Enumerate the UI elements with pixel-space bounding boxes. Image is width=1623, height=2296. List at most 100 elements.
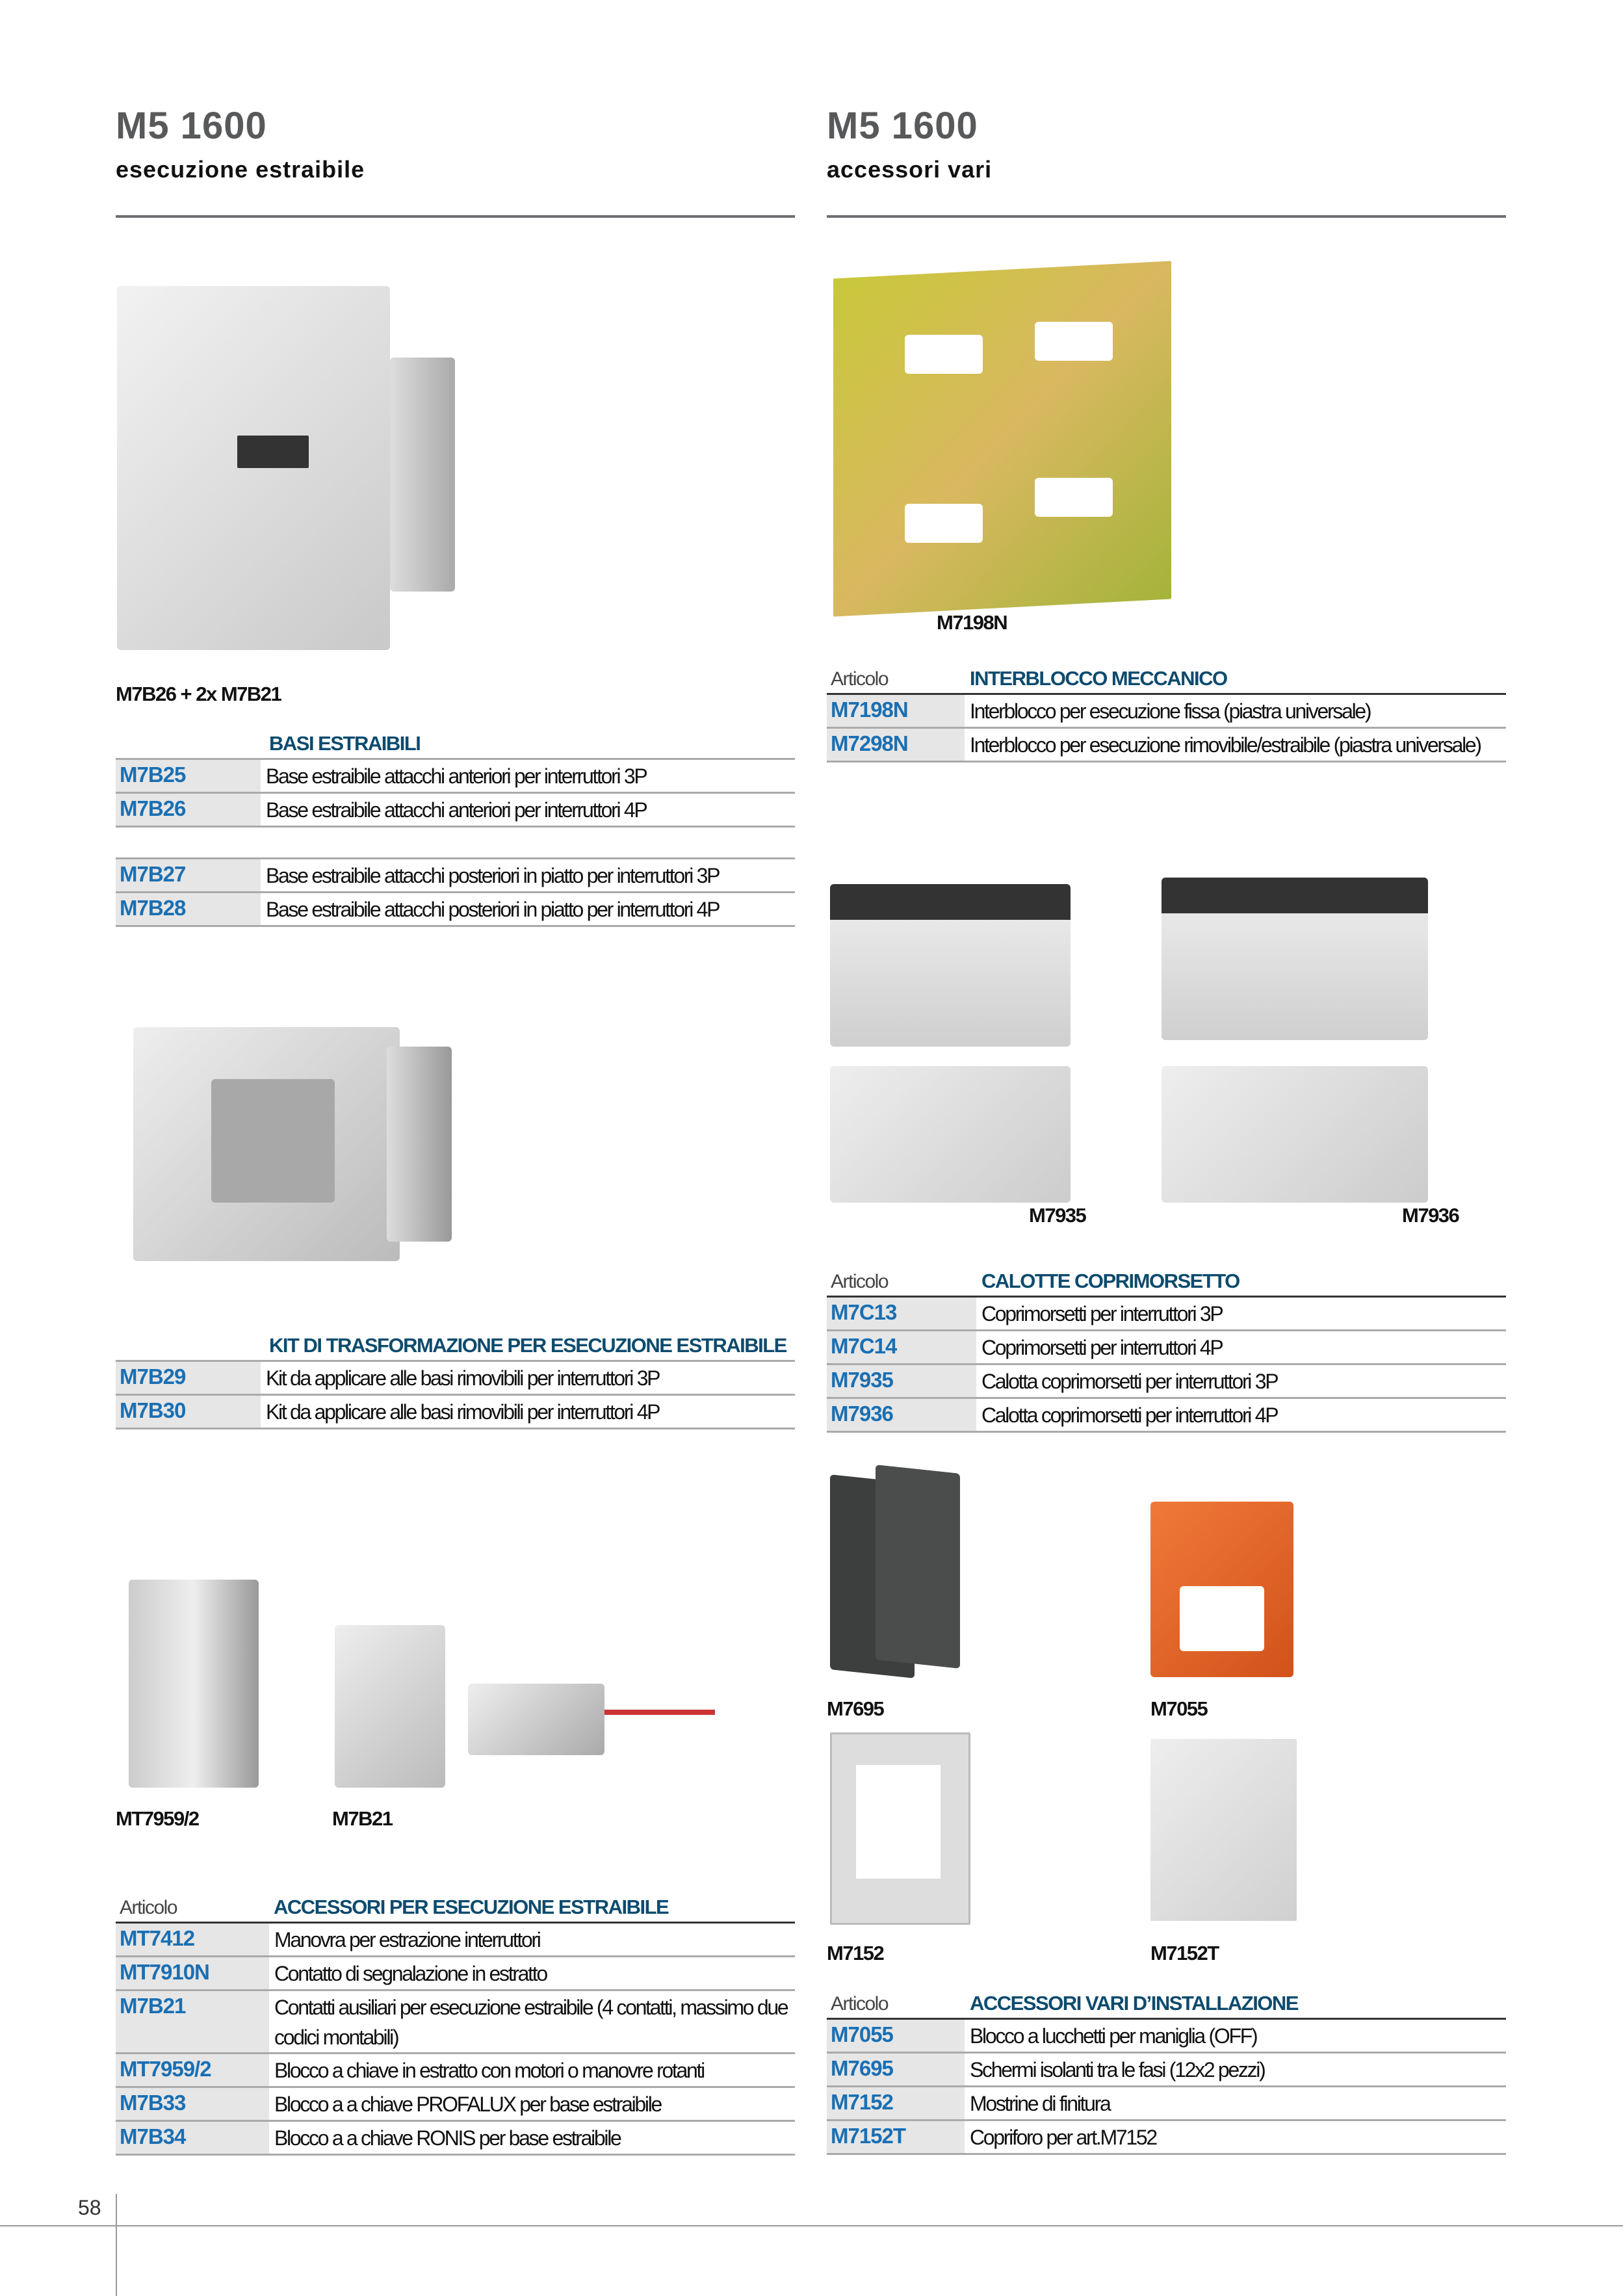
- product-image-m7695: [827, 1465, 970, 1680]
- article-code[interactable]: M7B26: [116, 794, 261, 826]
- article-code[interactable]: M7B25: [116, 760, 261, 792]
- article-description: Contatti ausiliari per esecuzione estrai…: [274, 1996, 789, 2049]
- article-code[interactable]: M7B27: [116, 859, 261, 891]
- caption-m7152: M7152: [827, 1942, 885, 1964]
- article-code[interactable]: M7B30: [116, 1396, 261, 1428]
- left-divider: [116, 215, 795, 218]
- table-header: Articolo CALOTTE COPRIMORSETTO: [827, 1266, 1506, 1298]
- article-description: Blocco a a chiave RONIS per base estraib…: [274, 2126, 622, 2150]
- article-description: Coprimorsetti per interruttori 4P: [981, 1336, 1224, 1359]
- caption-m7055: M7055: [1150, 1697, 1208, 1720]
- article-code[interactable]: M7B28: [116, 893, 261, 925]
- table-kit-trasformazione: KIT DI TRASFORMAZIONE PER ESECUZIONE EST…: [116, 1330, 795, 1429]
- article-description: Blocco a chiave in estratto con motori o…: [274, 2059, 705, 2082]
- article-description: Interblocco per esecuzione fissa (piastr…: [970, 699, 1372, 723]
- article-description: Calotta coprimorsetti per interruttori 4…: [981, 1403, 1279, 1427]
- table-section-title: ACCESSORI PER ESECUZIONE ESTRAIBILE: [274, 1896, 669, 1918]
- article-code[interactable]: M7198N: [827, 695, 965, 727]
- articolo-label: Articolo: [120, 1897, 178, 1918]
- product-image-m7152t: [1147, 1732, 1303, 1927]
- articolo-label: Articolo: [831, 668, 889, 690]
- caption-m7b26: M7B26 + 2x M7B21: [116, 683, 282, 705]
- table-section-title: KIT DI TRASFORMAZIONE PER ESECUZIONE EST…: [269, 1334, 787, 1357]
- article-code[interactable]: M7055: [827, 2020, 965, 2052]
- caption-m7935: M7935: [1029, 1204, 1087, 1227]
- caption-m7936: M7936: [1402, 1204, 1460, 1227]
- article-description: Interblocco per esecuzione rimovibile/es…: [970, 733, 1482, 757]
- caption-m7198n: M7198N: [937, 611, 1008, 634]
- article-description: Manovra per estrazione interruttori: [274, 1928, 541, 1951]
- table-header: Articolo ACCESSORI VARI D’INSTALLAZIONE: [827, 1988, 1506, 2020]
- table-section-title: INTERBLOCCO MECCANICO: [970, 667, 1228, 690]
- page-number: 58: [78, 2196, 101, 2219]
- article-description: Schermi isolanti tra le fasi (12x2 pezzi…: [970, 2058, 1266, 2081]
- article-code[interactable]: M7936: [827, 1399, 976, 1431]
- table-accessori-estraibile: Articolo ACCESSORI PER ESECUZIONE ESTRAIB…: [116, 1892, 795, 2156]
- article-code[interactable]: M7B34: [116, 2122, 269, 2154]
- article-description: Blocco a lucchetti per maniglia (OFF): [970, 2024, 1258, 2048]
- article-description: Calotta coprimorsetti per interruttori 3…: [981, 1370, 1279, 1393]
- footer-horizontal-line: [0, 2225, 1623, 2226]
- article-code[interactable]: M7B21: [116, 1991, 269, 2052]
- article-code[interactable]: M7B29: [116, 1362, 261, 1394]
- product-image-m7055: [1147, 1495, 1303, 1690]
- article-code[interactable]: M7152T: [827, 2121, 965, 2153]
- right-title: M5 1600: [827, 105, 978, 147]
- product-image-m7152: [827, 1726, 976, 1927]
- table-section-title: BASI ESTRAIBILI: [269, 732, 421, 755]
- caption-m7695: M7695: [827, 1697, 885, 1720]
- article-code[interactable]: MT7412: [116, 1924, 269, 1955]
- article-description: Kit da applicare alle basi rimovibili pe…: [266, 1400, 661, 1424]
- table-section-title: ACCESSORI VARI D’INSTALLAZIONE: [970, 1992, 1299, 2015]
- article-code[interactable]: M7695: [827, 2054, 965, 2085]
- table-section-title: CALOTTE COPRIMORSETTO: [981, 1270, 1240, 1292]
- article-description: Blocco a a chiave PROFALUX per base estr…: [274, 2093, 662, 2116]
- table-header: KIT DI TRASFORMAZIONE PER ESECUZIONE EST…: [116, 1330, 795, 1360]
- article-code[interactable]: MT7910N: [116, 1957, 269, 1989]
- article-description: Base estraibile attacchi anteriori per i…: [266, 798, 648, 822]
- article-code[interactable]: M7C14: [827, 1331, 976, 1363]
- table-header: BASI ESTRAIBILI: [116, 728, 795, 758]
- product-image-base-estraibile: [110, 267, 474, 663]
- article-code[interactable]: M7298N: [827, 729, 965, 761]
- product-image-kit-trasformazione: [114, 988, 478, 1300]
- article-description: Base estraibile attacchi anteriori per i…: [266, 764, 648, 788]
- product-image-mt7959: [116, 1567, 272, 1801]
- articolo-label: Articolo: [831, 1993, 889, 2015]
- article-description: Base estraibile attacchi posteriori in p…: [266, 864, 720, 887]
- article-code[interactable]: M7152: [827, 2087, 965, 2119]
- article-code[interactable]: M7B33: [116, 2088, 269, 2120]
- product-image-calotte: [827, 871, 1477, 1209]
- article-code[interactable]: MT7959/2: [116, 2054, 269, 2086]
- product-image-m7198n: [827, 257, 1178, 621]
- article-code[interactable]: M7C13: [827, 1298, 976, 1329]
- footer-vertical-line: [116, 2194, 117, 2296]
- article-code[interactable]: M7935: [827, 1365, 976, 1397]
- product-image-m7b21: [331, 1625, 721, 1794]
- article-description: Copriforo per art.M7152: [970, 2126, 1158, 2149]
- articolo-label: Articolo: [831, 1271, 889, 1292]
